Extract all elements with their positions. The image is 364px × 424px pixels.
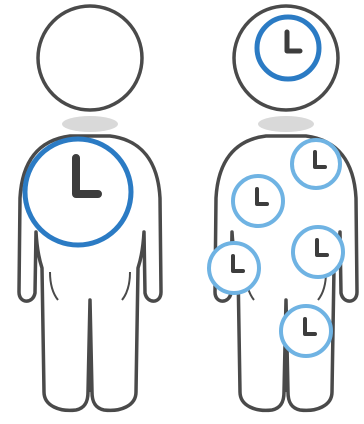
- left-head: [38, 6, 142, 110]
- head-clock-icon: [257, 17, 319, 79]
- peripheral-clock-icon: [292, 140, 340, 188]
- right-person-figure: [209, 6, 357, 410]
- central-clock-icon: [25, 139, 131, 245]
- peripheral-clock-icon: [293, 227, 343, 277]
- peripheral-clock-icon: [233, 176, 283, 226]
- peripheral-clock-icon: [209, 243, 259, 293]
- peripheral-clock-icon: [281, 306, 331, 356]
- left-person-figure: [19, 6, 161, 410]
